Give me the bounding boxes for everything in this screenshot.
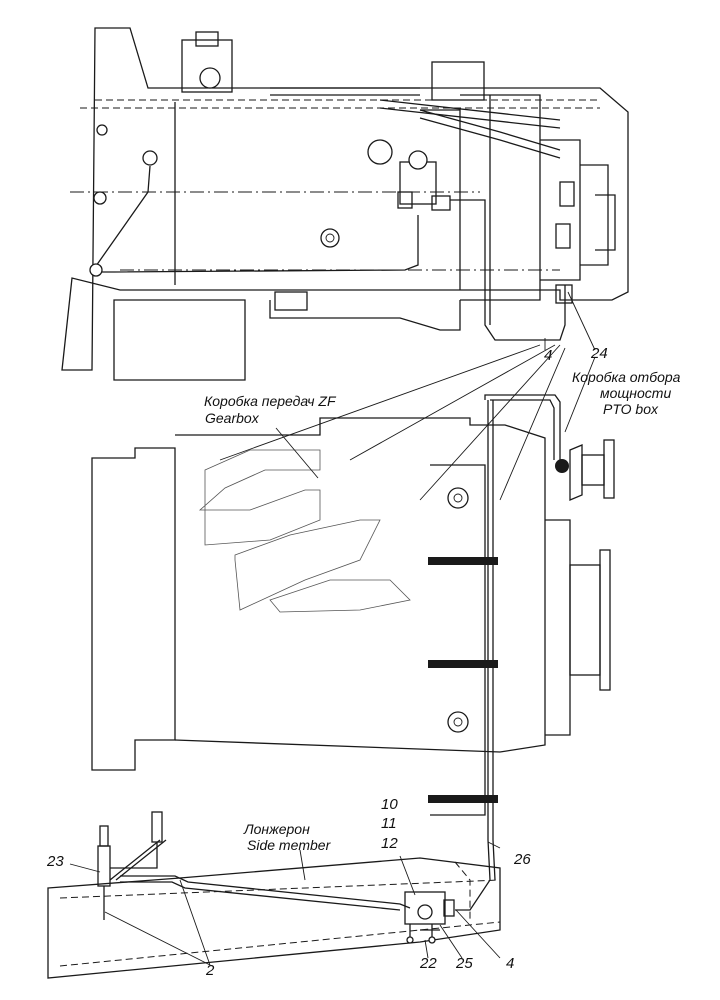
- callout-25: 25: [456, 955, 473, 972]
- callout-12: 12: [381, 835, 398, 852]
- callout-10: 10: [381, 796, 398, 813]
- callout-4-bottom: 4: [506, 955, 515, 972]
- callout-23: 23: [47, 853, 64, 870]
- gearbox-caption-en: Gearbox: [205, 410, 259, 426]
- callout-2: 2: [206, 962, 215, 979]
- top-view-assembly: [61, 27, 629, 381]
- projection-leaders: [219, 344, 596, 501]
- side-member-caption-en: Side member: [247, 837, 331, 853]
- pto-caption-ru-2: мощности: [600, 385, 672, 401]
- side-view-assembly: [91, 394, 615, 911]
- gearbox-caption-ru: Коробка передач ZF: [204, 393, 336, 409]
- side-member-caption-ru: Лонжерон: [244, 821, 310, 837]
- callout-leaders: [69, 291, 596, 966]
- callout-26: 26: [514, 851, 531, 868]
- callout-22: 22: [420, 955, 437, 972]
- callout-4-top: 4: [544, 347, 553, 364]
- pto-caption-ru-1: Коробка отбора: [572, 369, 681, 385]
- callout-24: 24: [591, 345, 608, 362]
- callout-11: 11: [381, 815, 397, 832]
- side-member-assembly: [47, 811, 501, 979]
- pto-caption-en: PTO box: [603, 401, 658, 417]
